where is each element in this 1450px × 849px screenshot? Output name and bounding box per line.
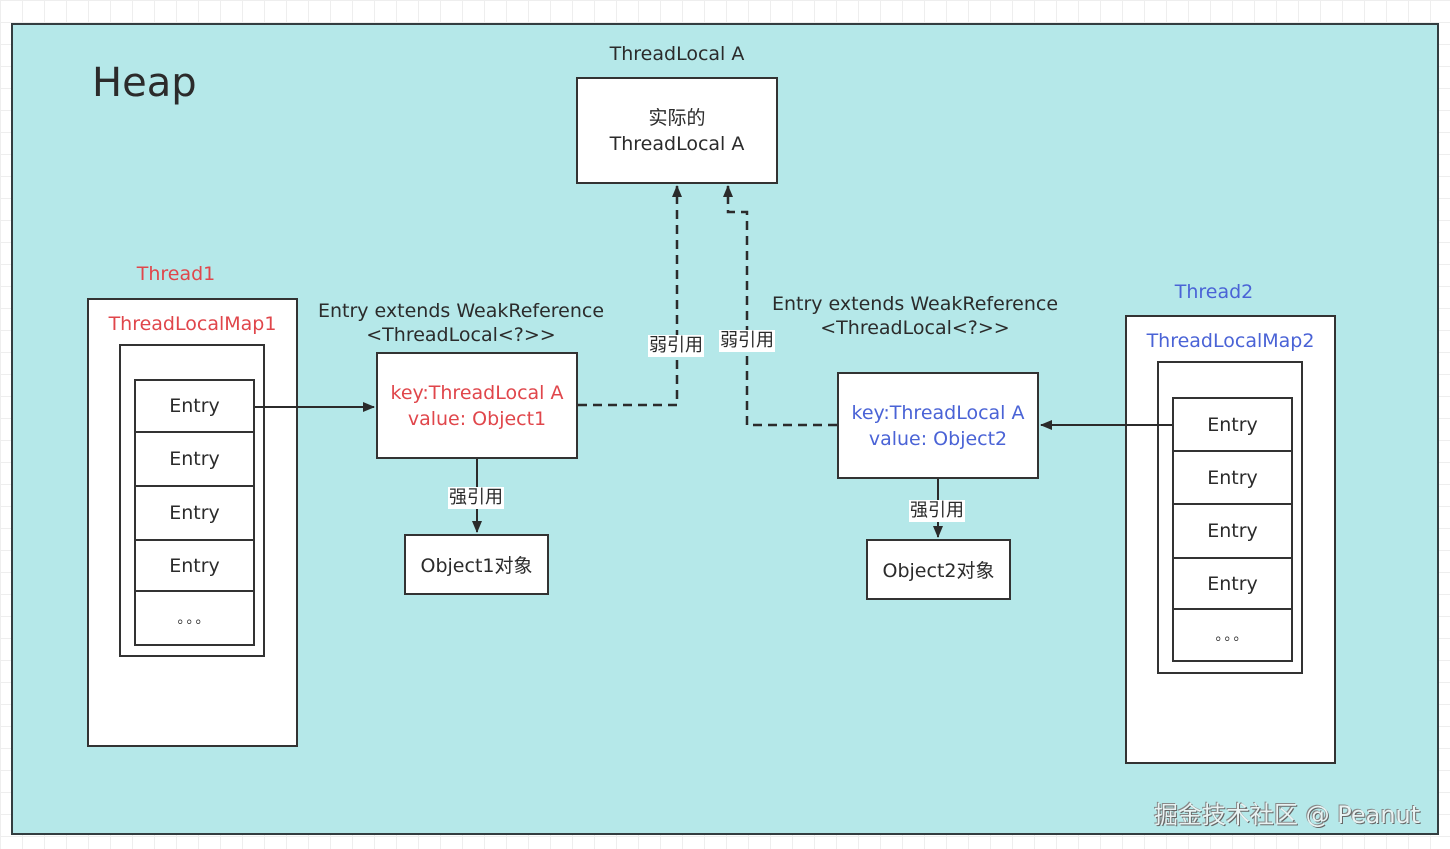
entry2-caption-line2: <ThreadLocal<?>> (820, 317, 1010, 339)
threadlocal-a-line1: 实际的 (648, 106, 706, 129)
edge-entry1-weak-ref (578, 185, 682, 407)
threadlocal-a-caption: ThreadLocal A (609, 43, 745, 65)
entry1-key: key:ThreadLocal A (390, 381, 564, 404)
weak-ref-label-1: 弱引用 (648, 335, 704, 357)
entry2-box[interactable]: key:ThreadLocal A value: Object2 (837, 372, 1039, 479)
entry2-caption-line1: Entry extends WeakReference (771, 293, 1059, 315)
thread1-title: Thread1 (136, 263, 216, 285)
thread2-map-title: ThreadLocalMap2 (1146, 330, 1315, 352)
thread1-map-title: ThreadLocalMap1 (108, 313, 277, 335)
threadlocal-a-box[interactable]: 实际的 ThreadLocal A (576, 77, 778, 184)
thread2-entry[interactable]: Entry (1172, 503, 1293, 559)
weak-ref-label-2: 弱引用 (719, 330, 775, 352)
strong-ref-label-1: 强引用 (448, 487, 504, 509)
heap-title: Heap (92, 60, 197, 106)
entry2-value: value: Object2 (868, 427, 1008, 450)
entry1-caption: Entry extends WeakReference <ThreadLocal… (316, 299, 606, 347)
threadlocal-a-line2: ThreadLocal A (609, 132, 745, 155)
entry2-caption: Entry extends WeakReference <ThreadLocal… (770, 292, 1060, 340)
thread2-entry-ellipsis: 。。。 (1172, 608, 1293, 662)
entry1-caption-line2: <ThreadLocal<?>> (366, 324, 556, 346)
thread1-entry[interactable]: Entry (134, 431, 255, 487)
thread2-entry[interactable]: Entry (1172, 450, 1293, 505)
entry2-key: key:ThreadLocal A (851, 401, 1025, 424)
thread2-entry[interactable]: Entry (1172, 557, 1293, 610)
entry1-value: value: Object1 (407, 407, 547, 430)
thread1-entry-ellipsis: 。。。 (134, 590, 255, 646)
object2-box[interactable]: Object2对象 (866, 539, 1011, 600)
object1-box[interactable]: Object1对象 (404, 534, 549, 595)
entry1-box[interactable]: key:ThreadLocal A value: Object1 (376, 352, 578, 459)
entry1-caption-line1: Entry extends WeakReference (317, 300, 605, 322)
edge-entry2-weak-ref (723, 185, 837, 427)
watermark: 掘金技术社区 @ Peanut (1154, 801, 1421, 829)
thread2-title: Thread2 (1174, 281, 1254, 303)
strong-ref-label-2: 强引用 (909, 500, 965, 522)
thread1-entry[interactable]: Entry (134, 485, 255, 541)
